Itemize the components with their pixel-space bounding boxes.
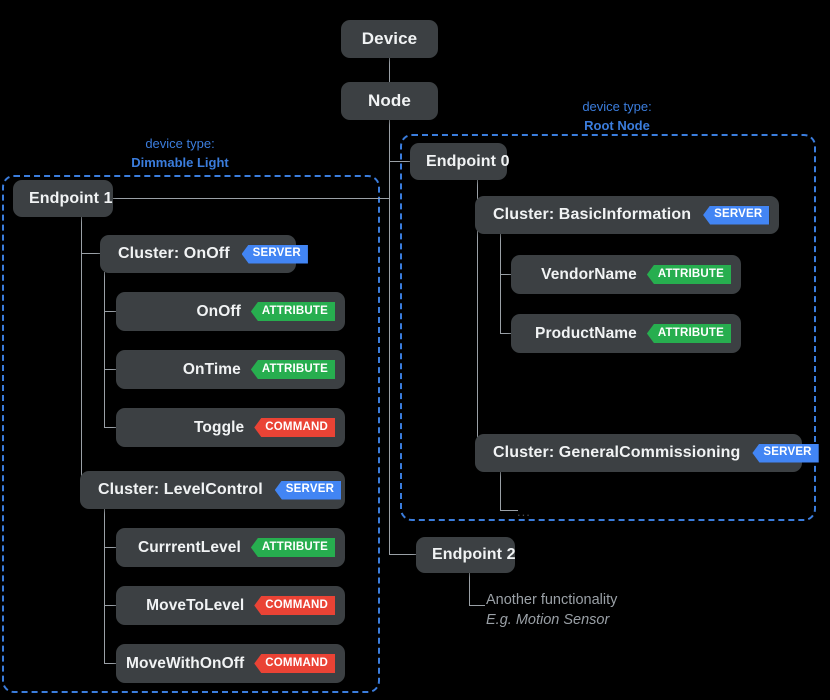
connector-endpoint-1-to-onoff — [81, 253, 100, 254]
node-cluster-basicinformation-label: Cluster: BasicInformation — [493, 206, 692, 223]
connector-endpoint-0-spine — [477, 180, 478, 453]
node-attribute-vendorname[interactable]: VendorName ATTRIBUTE — [511, 255, 741, 294]
badge-attribute: ATTRIBUTE — [250, 538, 335, 557]
connector-endpoint-1-spine — [81, 216, 82, 490]
group-root-node — [400, 134, 816, 521]
badge-attribute: ATTRIBUTE — [646, 265, 731, 284]
node-attribute-ontime[interactable]: OnTime ATTRIBUTE — [116, 350, 345, 389]
leaf-label: ProductName — [535, 324, 637, 342]
endpoint-2-note-line2: E.g. Motion Sensor — [486, 612, 610, 628]
group-label-dimmable-light: device type: Dimmable Light — [90, 134, 270, 172]
badge-server: SERVER — [241, 244, 308, 264]
connector-device-node — [389, 58, 390, 82]
node-endpoint-2-label: Endpoint 2 — [432, 546, 516, 563]
connector-cluster-onoff-spine — [104, 272, 105, 428]
connector-basicinfo-child-2 — [500, 333, 512, 334]
connector-levelcontrol-child-2 — [104, 605, 116, 606]
leaf-label: OnTime — [182, 360, 241, 378]
badge-attribute: ATTRIBUTE — [250, 360, 335, 379]
node-endpoint-1-label: Endpoint 1 — [29, 189, 113, 207]
node-device[interactable]: Device — [341, 20, 438, 58]
connector-onoff-child-2 — [104, 369, 116, 370]
connector-cluster-basicinfo-spine — [500, 234, 501, 334]
badge-server: SERVER — [752, 443, 819, 463]
group-label-root-node: device type: Root Node — [527, 97, 707, 135]
node-attribute-currrentlevel[interactable]: CurrrentLevel ATTRIBUTE — [116, 528, 345, 567]
node-node[interactable]: Node — [341, 82, 438, 120]
connector-onoff-child-3 — [104, 427, 116, 428]
badge-command: COMMAND — [254, 596, 335, 615]
leaf-label: VendorName — [541, 265, 637, 283]
leaf-label: MoveToLevel — [146, 596, 245, 614]
connector-trunk-endpoint-2 — [389, 554, 416, 555]
leaf-label: MoveWithOnOff — [126, 654, 245, 672]
group-label-name: Dimmable Light — [131, 155, 229, 170]
node-endpoint-1[interactable]: Endpoint 1 — [13, 180, 113, 217]
badge-server: SERVER — [274, 480, 342, 500]
node-cluster-onoff[interactable]: Cluster: OnOff SERVER — [100, 235, 308, 273]
connector-trunk-endpoint-0 — [389, 161, 411, 162]
node-command-toggle[interactable]: Toggle COMMAND — [116, 408, 345, 447]
connector-endpoint-2-spine — [469, 572, 470, 606]
node-command-movetolevel[interactable]: MoveToLevel COMMAND — [116, 586, 345, 625]
node-endpoint-0-label: Endpoint 0 — [426, 152, 510, 170]
node-cluster-basicinformation[interactable]: Cluster: BasicInformation SERVER — [475, 196, 779, 234]
connector-levelcontrol-child-3 — [104, 663, 116, 664]
group-dimmable-light — [2, 175, 380, 693]
connector-onoff-child-1 — [104, 311, 116, 312]
connector-basicinfo-child-1 — [500, 274, 512, 275]
node-cluster-levelcontrol-label: Cluster: LevelControl — [98, 481, 263, 498]
node-device-label: Device — [361, 29, 418, 48]
endpoint-2-note-line1: Another functionality — [486, 592, 618, 608]
group-label-prefix: device type: — [582, 99, 652, 114]
badge-attribute: ATTRIBUTE — [250, 302, 335, 321]
connector-levelcontrol-child-1 — [104, 547, 116, 548]
connector-trunk-endpoint-1 — [110, 198, 389, 199]
node-node-label: Node — [368, 91, 411, 110]
badge-server: SERVER — [703, 205, 770, 225]
connector-node-trunk — [389, 120, 390, 555]
leaf-label: Toggle — [194, 418, 245, 436]
node-cluster-levelcontrol[interactable]: Cluster: LevelControl SERVER — [80, 471, 345, 509]
connector-cluster-generalcomm-spine — [500, 471, 501, 511]
node-cluster-generalcommissioning[interactable]: Cluster: GeneralCommissioning SERVER — [475, 434, 819, 472]
endpoint-2-note: Another functionality E.g. Motion Sensor — [486, 590, 617, 630]
badge-attribute: ATTRIBUTE — [646, 324, 731, 343]
node-cluster-onoff-label: Cluster: OnOff — [118, 245, 230, 262]
node-command-movewithonoff[interactable]: MoveWithOnOff COMMAND — [116, 644, 345, 683]
group-label-prefix: device type: — [145, 136, 215, 151]
connector-cluster-levelcontrol-spine — [104, 508, 105, 664]
leaf-label: OnOff — [196, 302, 241, 320]
badge-command: COMMAND — [254, 654, 335, 673]
connector-generalcomm-child-1 — [500, 510, 518, 511]
node-endpoint-0[interactable]: Endpoint 0 — [410, 143, 510, 180]
node-attribute-productname[interactable]: ProductName ATTRIBUTE — [511, 314, 741, 353]
node-attribute-onoff[interactable]: OnOff ATTRIBUTE — [116, 292, 345, 331]
node-endpoint-2[interactable]: Endpoint 2 — [416, 537, 516, 573]
badge-command: COMMAND — [254, 418, 335, 437]
group-label-name: Root Node — [584, 118, 650, 133]
connector-endpoint-2-to-note — [469, 605, 485, 606]
generalcommissioning-ellipsis: ... — [517, 504, 531, 519]
leaf-label: CurrrentLevel — [137, 538, 241, 556]
node-cluster-generalcommissioning-label: Cluster: GeneralCommissioning — [493, 444, 741, 461]
